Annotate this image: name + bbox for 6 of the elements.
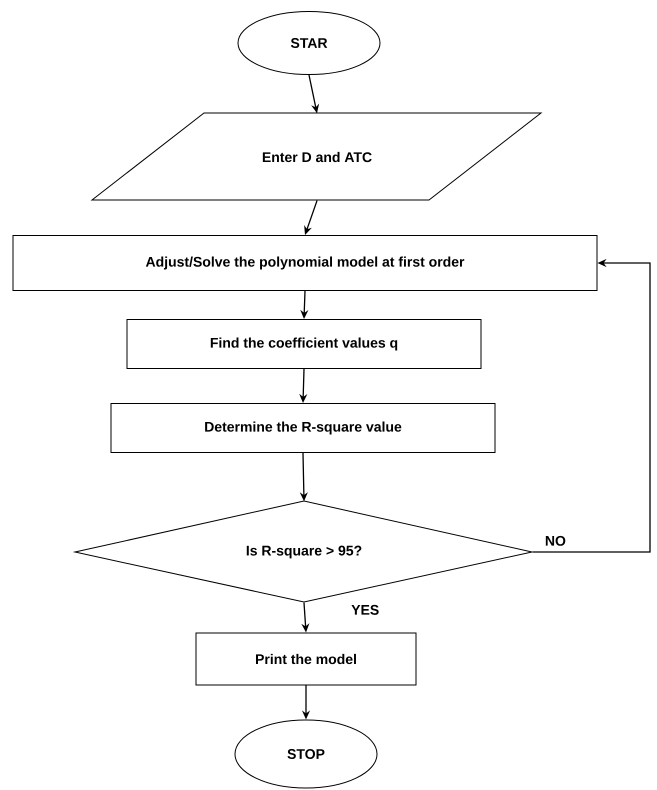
process-box: Determine the R-square value	[110, 403, 496, 453]
edge-label: YES	[351, 604, 379, 615]
edge-label: NO	[546, 536, 566, 546]
process-box: Adjust/Solve the polynomial model at first order	[12, 235, 598, 291]
process-box: Print the model	[196, 632, 416, 686]
process-box: Find the coefficient values q	[126, 319, 482, 369]
